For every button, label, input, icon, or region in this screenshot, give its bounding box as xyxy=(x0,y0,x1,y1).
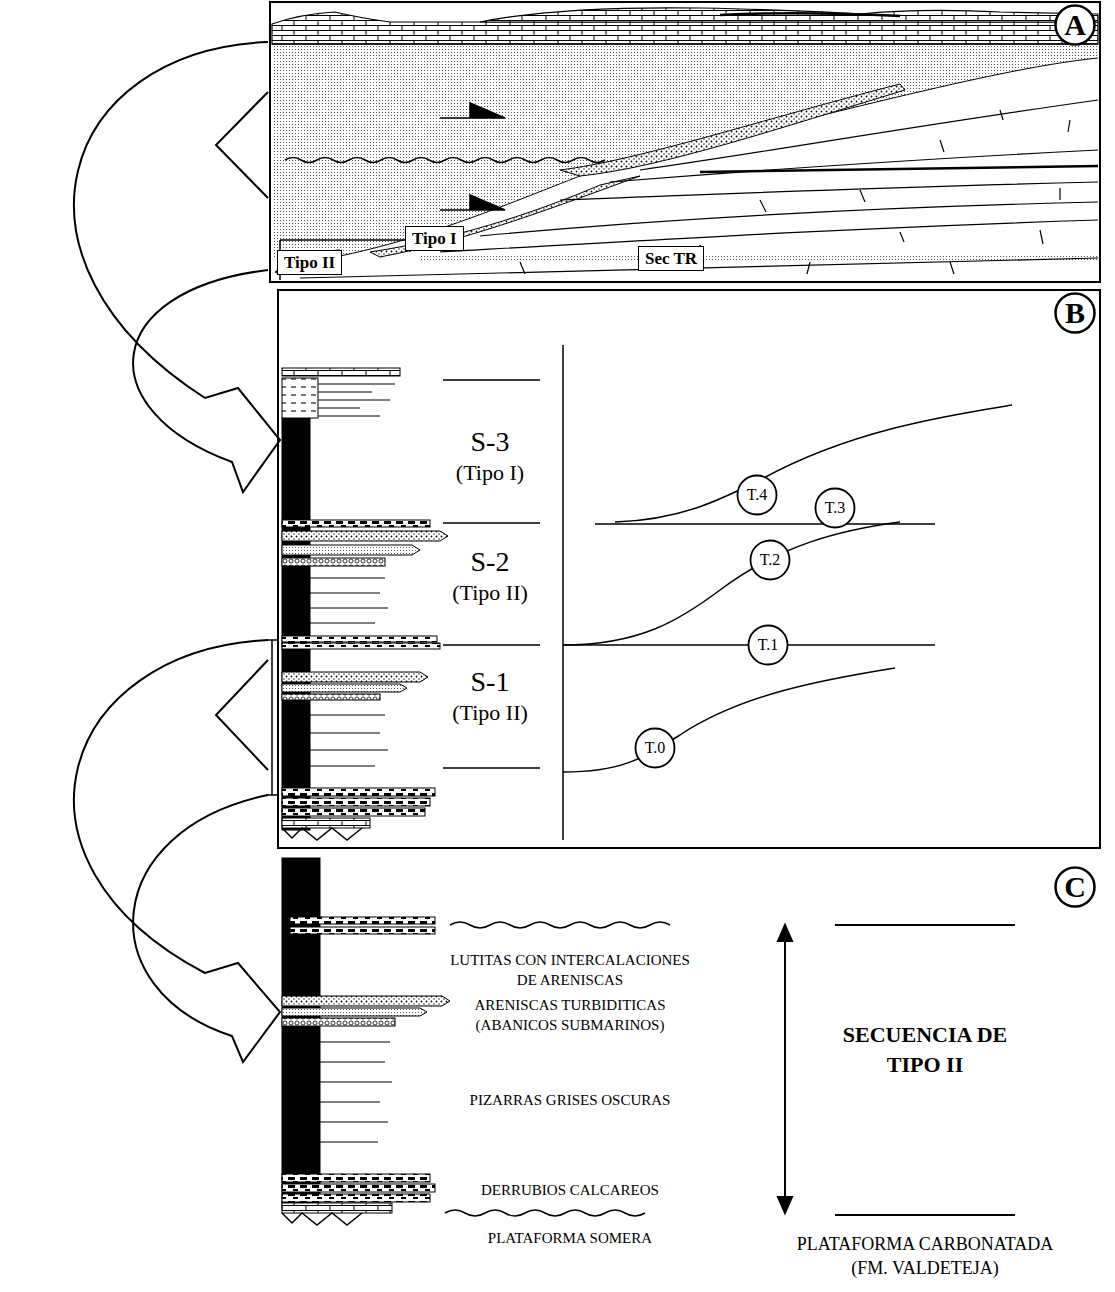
text-label: (Tipo II) xyxy=(452,578,528,608)
text-label: S-1 xyxy=(471,663,510,701)
label-box: Sec TR xyxy=(638,246,704,271)
circle-shape xyxy=(1056,6,1095,45)
node-text: A xyxy=(1064,10,1086,40)
label-box: Tipo II xyxy=(277,250,342,275)
circle-marker: B xyxy=(1054,292,1096,334)
text-label: S-3 xyxy=(471,423,510,461)
node-text: Tipo II xyxy=(284,253,335,272)
circle-marker: C xyxy=(1054,866,1096,908)
circle-shape xyxy=(749,626,788,665)
node-text: T.3 xyxy=(825,500,846,516)
cross-section xyxy=(270,2,1100,282)
node-text: T.4 xyxy=(747,487,768,503)
sequence-curves xyxy=(443,345,1012,840)
zoom-arrow xyxy=(74,42,280,1062)
label-box: Tipo I xyxy=(405,226,464,251)
circle-marker: A xyxy=(1054,4,1096,46)
text-label: ARENISCAS TURBIDITICAS (ABANICOS SUBMARI… xyxy=(441,995,699,1036)
circle-marker: T.1 xyxy=(747,624,789,666)
circle-shape xyxy=(751,541,790,580)
node-text: B xyxy=(1065,298,1085,328)
node-text: T.2 xyxy=(760,552,781,568)
circle-shape xyxy=(636,729,675,768)
circle-marker: T.3 xyxy=(814,487,856,529)
panel-frame xyxy=(278,290,1100,848)
node-text: T.0 xyxy=(645,740,666,756)
node-text: Sec TR xyxy=(645,249,697,268)
stratigraphic-column xyxy=(282,858,450,1225)
text-label: (Tipo I) xyxy=(456,458,524,488)
circle-marker: T.2 xyxy=(749,539,791,581)
circle-marker: T.0 xyxy=(634,727,676,769)
circle-marker: T.4 xyxy=(736,474,778,516)
circle-shape xyxy=(1056,868,1095,907)
text-label: S-2 xyxy=(471,543,510,581)
text-label: SECUENCIA DE TIPO II xyxy=(830,1020,1020,1079)
circle-shape xyxy=(738,476,777,515)
node-text: Tipo I xyxy=(412,229,457,248)
text-label: PLATAFORMA SOMERA xyxy=(488,1228,652,1248)
text-label: LUTITAS CON INTERCALACIONES DE ARENISCAS xyxy=(441,950,699,991)
stratigraphic-column xyxy=(282,368,448,840)
node-text: T.1 xyxy=(758,637,779,653)
text-label: DERRUBIOS CALCAREOS xyxy=(481,1180,659,1200)
circle-shape xyxy=(816,489,855,528)
text-label: (Tipo II) xyxy=(452,698,528,728)
node-text: C xyxy=(1064,872,1086,902)
text-label: PIZARRAS GRISES OSCURAS xyxy=(470,1090,671,1110)
text-label: PLATAFORMA CARBONATADA (FM. VALDETEJA) xyxy=(783,1232,1068,1281)
circle-shape xyxy=(1056,294,1095,333)
